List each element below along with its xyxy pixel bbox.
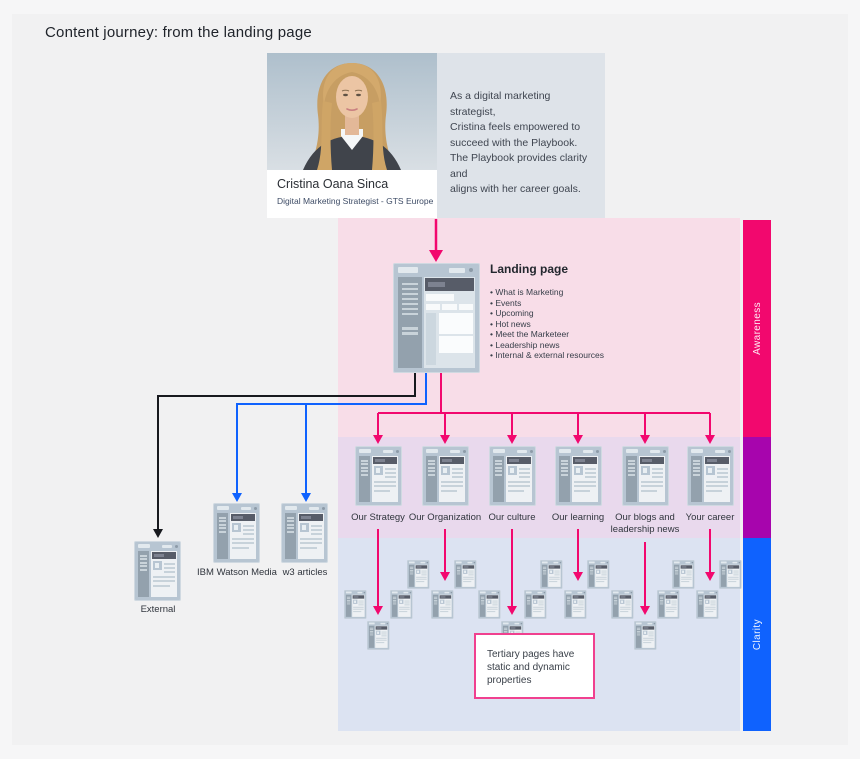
- secondary-page-thumbnail: [488, 446, 536, 506]
- tertiary-page-thumbnail: [587, 560, 610, 589]
- landing-bullet-item: • Hot news: [490, 318, 531, 329]
- persona-quote-text: As a digital marketing strategist, Crist…: [450, 90, 588, 195]
- tertiary-page-thumbnail: [344, 590, 367, 619]
- external-page-label: External: [140, 604, 176, 615]
- tertiary-page-thumbnail: [478, 590, 501, 619]
- external-page-thumbnail: [213, 503, 260, 563]
- tertiary-page-thumbnail: [367, 621, 390, 650]
- secondary-page-label: Our culture: [488, 512, 536, 523]
- portrait-illustration: [267, 53, 437, 170]
- tertiary-page-thumbnail: [431, 590, 454, 619]
- landing-title: Landing page: [490, 262, 568, 276]
- tertiary-note-text: Tertiary pages have static and dynamic p…: [487, 649, 575, 686]
- page-title: Content journey: from the landing page: [45, 24, 312, 41]
- secondary-page-label: Our learning: [551, 512, 605, 523]
- secondary-page-label: Our blogs and leadership news: [610, 512, 680, 535]
- tertiary-page-thumbnail: [524, 590, 547, 619]
- external-page-thumbnail: [134, 541, 181, 601]
- tertiary-page-thumbnail: [657, 590, 680, 619]
- stage-band-2: Clarity: [743, 538, 771, 731]
- tertiary-page-thumbnail: [634, 621, 657, 650]
- tertiary-page-thumbnail: [719, 560, 742, 589]
- landing-annotation: Landing page • What is Marketing• Events…: [490, 262, 604, 361]
- stage-band-label: Clarity: [751, 618, 763, 651]
- external-page-label: w3 articles: [282, 567, 328, 578]
- landing-bullet-item: • Upcoming: [490, 308, 534, 318]
- secondary-page-thumbnail: [554, 446, 602, 506]
- tertiary-page-thumbnail: [390, 590, 413, 619]
- tertiary-note-box: Tertiary pages have static and dynamic p…: [474, 633, 595, 699]
- landing-bullets: • What is Marketing• Events• Upcoming• H…: [490, 287, 604, 361]
- tertiary-page-thumbnail: [672, 560, 695, 589]
- persona-quote-box: As a digital marketing strategist, Crist…: [437, 53, 605, 218]
- external-page-label: IBM Watson Media: [197, 567, 277, 578]
- tertiary-page-thumbnail: [611, 590, 634, 619]
- secondary-page-thumbnail: [686, 446, 734, 506]
- landing-bullet-item: • Internal & external resources: [490, 350, 605, 360]
- landing-page-thumbnail: [393, 263, 480, 373]
- persona-name: Cristina Oana Sinca: [277, 177, 389, 191]
- landing-bullet-item: • Events: [490, 297, 522, 308]
- tertiary-page-thumbnail: [564, 590, 587, 619]
- stage-band-1: [743, 437, 771, 538]
- stage-band-label: Awareness: [751, 302, 763, 355]
- secondary-page-label: Our Organization: [408, 512, 482, 523]
- secondary-page-label: Your career: [685, 512, 735, 523]
- tertiary-page-thumbnail: [696, 590, 719, 619]
- secondary-page-thumbnail: [421, 446, 469, 506]
- persona-role: Digital Marketing Strategist - GTS Europ…: [277, 196, 434, 206]
- landing-bullet-item: • Leadership news: [490, 339, 560, 350]
- secondary-page-thumbnail: [621, 446, 669, 506]
- landing-bullet-item: • What is Marketing: [490, 287, 564, 297]
- tertiary-page-thumbnail: [407, 560, 430, 589]
- tertiary-page-thumbnail: [454, 560, 477, 589]
- tertiary-page-thumbnail: [540, 560, 563, 589]
- landing-bullet-item: • Meet the Marketeer: [490, 329, 570, 339]
- stage-band-0: Awareness: [743, 220, 771, 437]
- persona-photo: [267, 53, 437, 170]
- persona-card: Cristina Oana Sinca Digital Marketing St…: [267, 53, 437, 218]
- external-page-thumbnail: [281, 503, 328, 563]
- secondary-page-thumbnail: [354, 446, 402, 506]
